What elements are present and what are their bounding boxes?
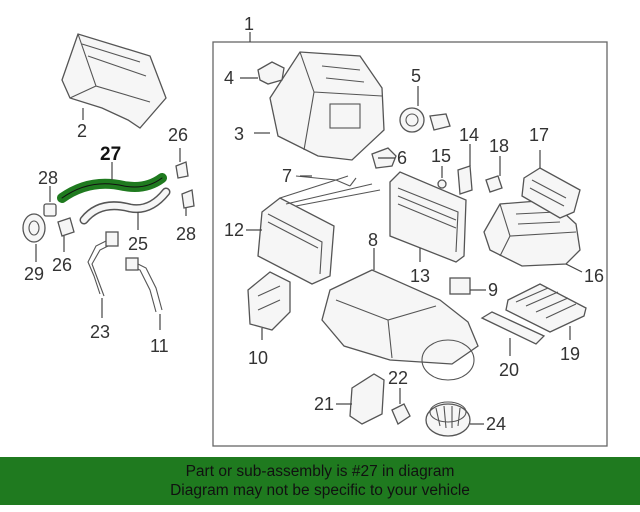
part-16-blower-case[interactable]	[483, 199, 581, 267]
callout-26-left: 26	[52, 255, 72, 275]
part-28-fitting[interactable]	[43, 203, 57, 217]
callout-27-highlighted: 27	[100, 144, 121, 165]
callout-25: 25	[128, 234, 148, 254]
part-25-hose[interactable]	[79, 187, 171, 225]
callout-10: 10	[248, 348, 268, 368]
callout-28-left: 28	[38, 168, 58, 188]
parts-diagram: 1 2 3 4 5 6 7 8 9 10 11 12 13 14 15 16 1…	[22, 14, 608, 447]
info-banner: Part or sub-assembly is #27 in diagram D…	[0, 457, 640, 505]
part-14-sensor[interactable]	[457, 165, 473, 195]
callout-4: 4	[224, 68, 234, 88]
part-8-lower-case[interactable]	[321, 269, 479, 381]
callout-1: 1	[244, 14, 254, 34]
part-9-resistor[interactable]	[449, 277, 471, 295]
part-24-blower-motor[interactable]	[425, 401, 471, 437]
callout-24: 24	[486, 414, 506, 434]
callout-7: 7	[282, 166, 292, 186]
callout-2: 2	[77, 121, 87, 141]
callout-14: 14	[459, 125, 479, 145]
part-21-control-module[interactable]	[349, 373, 385, 425]
callout-9: 9	[488, 280, 498, 300]
part-2-duct-housing[interactable]	[61, 33, 167, 129]
callout-26-top: 26	[168, 125, 188, 145]
part-4-actuator[interactable]	[257, 61, 285, 85]
banner-line-2: Diagram may not be specific to your vehi…	[170, 482, 470, 499]
part-26-fitting[interactable]	[57, 217, 75, 237]
part-12-heater-core[interactable]	[257, 179, 381, 285]
part-20-filter-cover[interactable]	[480, 311, 546, 345]
callout-6: 6	[397, 148, 407, 168]
part-27-heater-hose-highlighted[interactable]	[57, 173, 167, 203]
callout-16: 16	[584, 266, 604, 286]
part-15-sensor[interactable]	[437, 179, 447, 189]
part-7-rod[interactable]	[295, 175, 357, 187]
part-13-evaporator[interactable]	[389, 171, 467, 263]
callout-23: 23	[90, 322, 110, 342]
part-18-actuator[interactable]	[485, 175, 503, 193]
part-28-clip[interactable]	[181, 189, 195, 209]
callout-12: 12	[224, 220, 244, 240]
callout-15: 15	[431, 146, 451, 166]
callout-19: 19	[560, 344, 580, 364]
part-3-main-case[interactable]	[269, 51, 385, 161]
part-5-motor[interactable]	[399, 107, 451, 133]
part-29-seal[interactable]	[22, 213, 46, 243]
banner-line-1: Part or sub-assembly is #27 in diagram	[185, 463, 455, 480]
part-10-bracket[interactable]	[247, 271, 291, 331]
callout-13: 13	[410, 266, 430, 286]
part-19-cabin-filter[interactable]	[505, 283, 587, 333]
callout-8: 8	[368, 230, 378, 250]
assembly-frame	[212, 41, 608, 447]
callout-5: 5	[411, 66, 421, 86]
part-11-pipe[interactable]	[125, 257, 163, 313]
callout-17: 17	[529, 125, 549, 145]
callout-28-right: 28	[176, 224, 196, 244]
callout-29: 29	[24, 264, 44, 284]
callout-20: 20	[499, 360, 519, 380]
part-17-filter-door[interactable]	[521, 167, 581, 219]
callout-22: 22	[388, 368, 408, 388]
callout-3: 3	[234, 124, 244, 144]
callout-21: 21	[314, 394, 334, 414]
callout-18: 18	[489, 136, 509, 156]
callout-11: 11	[150, 336, 169, 356]
part-26-clip[interactable]	[175, 161, 189, 179]
part-23-pipe[interactable]	[87, 231, 119, 297]
part-22-bracket[interactable]	[391, 403, 411, 425]
